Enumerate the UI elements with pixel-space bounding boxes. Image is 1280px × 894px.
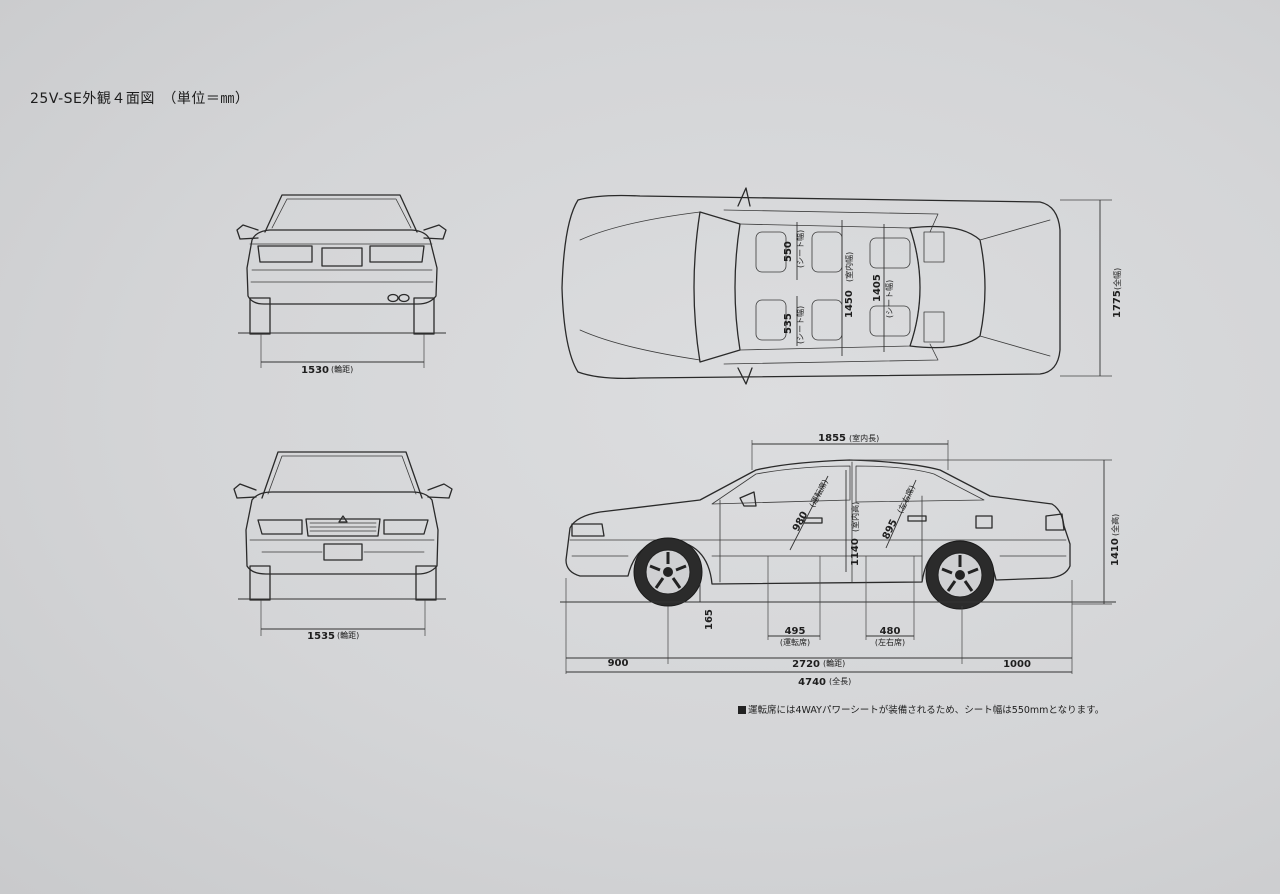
interior-length-value: 1855 [818,433,846,444]
rear-bench-width-note: (シート幅) [884,280,894,318]
front-seat-width-value: 550 [783,241,794,262]
rear-seat-width-note: (シート幅) [795,306,805,344]
rear-seat-length-value: 480 [880,626,901,637]
rear-seat-width-value: 535 [783,313,794,334]
interior-height-note: (室内高) [850,502,860,532]
rear-view: 1530 (輪距) [236,194,447,376]
front-overhang-value: 900 [608,658,629,669]
overall-height-value: 1410 [1110,538,1121,566]
front-track-note: (輪距) [337,630,359,640]
driver-seat-height-value: 980 [791,510,811,534]
rear-seat-height-value: 895 [881,518,900,542]
rear-track-value: 1530 [301,365,329,376]
driver-seat-height-note: (運転席) [807,478,830,509]
front-view: 1535 (輪距) [233,451,453,642]
rear-seat-height-note: (左右席) [895,483,917,515]
rear-seat-length-note: (左右席) [875,637,905,647]
interior-height-value: 1140 [850,538,861,566]
footnote: 運転席には4WAYパワーシートが装備されるため、シート幅は550mmとなります。 [738,702,1104,716]
top-view: 1775 (全幅) 550 (シート幅) 535 (シート幅) 1450 (室内… [561,187,1123,385]
overall-width-value: 1775 [1112,290,1123,318]
driver-seat-length-value: 495 [785,626,806,637]
interior-length-note: (室内長) [849,433,879,443]
driver-seat-length-note: (運転席) [780,637,810,647]
square-bullet-icon [738,706,746,714]
wheelbase-value: 2720 [792,659,820,670]
overall-width-note: (全幅) [1112,268,1122,290]
wheelbase-note: (輪距) [823,658,845,668]
page-title: 25V-SE外観４面図 （単位＝㎜） [30,91,250,107]
ground-clearance-value: 165 [704,609,715,630]
front-track-value: 1535 [307,631,335,642]
overall-length-value: 4740 [798,677,826,688]
overall-height-note: (全高) [1110,514,1120,536]
rear-track-note: (輪距) [331,364,353,374]
interior-width-note: (室内幅) [844,252,854,282]
interior-width-value: 1450 [844,290,855,318]
rear-bench-width-value: 1405 [872,274,883,302]
overall-length-note: (全長) [829,676,851,686]
front-seat-width-note: (シート幅) [795,230,805,268]
side-view: 1855 (室内長) 1410 (全高) 980 (運転席) 1140 (室内高… [560,433,1121,688]
rear-overhang-value: 1000 [1003,659,1031,670]
footnote-text: 運転席には4WAYパワーシートが装備されるため、シート幅は550mmとなります。 [748,705,1105,716]
